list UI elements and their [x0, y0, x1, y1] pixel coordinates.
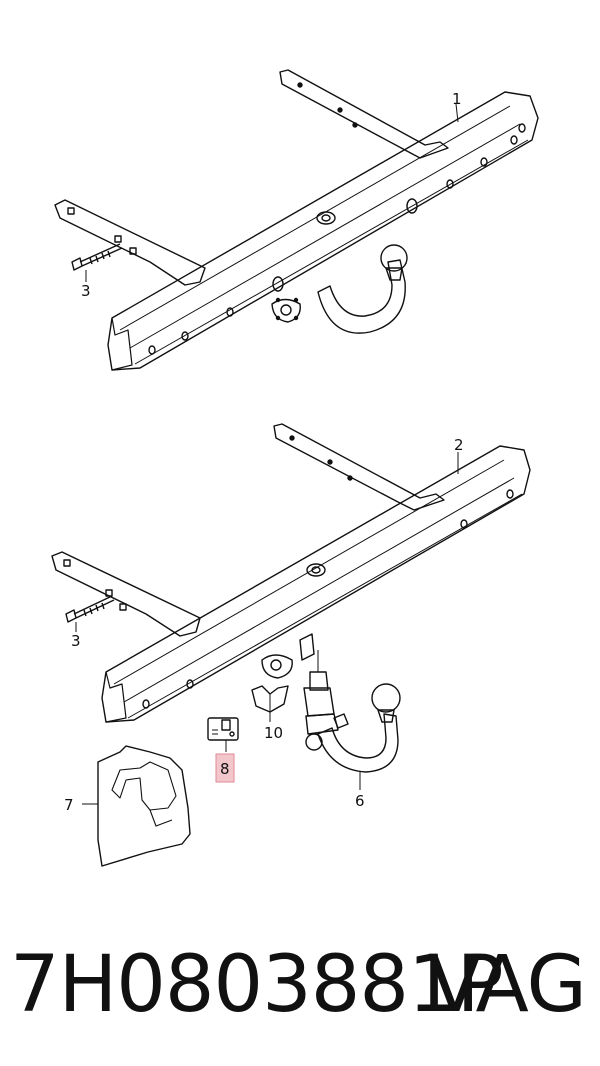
detachable-hook-6 [303, 650, 401, 773]
bracket-10 [251, 685, 289, 713]
assembly-2-tow-bar-detachable [51, 423, 531, 867]
upper-bracket-arm-2 [273, 423, 445, 511]
label-plate-8 [207, 717, 239, 741]
lower-bracket-arm-2 [51, 551, 201, 637]
callout-10: 10 [264, 724, 283, 742]
callout-3b: 3 [71, 632, 81, 650]
callout-labels: 1 3 2 3 10 8 6 7 [64, 90, 464, 814]
parts-diagram: 1 3 2 3 10 8 6 7 [51, 69, 539, 867]
main-beam-1 [107, 91, 539, 371]
callout-1: 1 [452, 90, 462, 108]
brand-label: VAG [428, 940, 587, 1030]
upper-bracket-arm-1 [279, 69, 449, 159]
main-beam-2 [101, 445, 531, 723]
part-number: 7H0803881P [10, 940, 504, 1030]
mudflap-7 [97, 745, 191, 867]
assembly-1-tow-bar-fixed [54, 69, 539, 371]
callout-8: 8 [220, 760, 230, 778]
callout-6: 6 [355, 792, 365, 810]
tow-ball-2 [371, 683, 401, 713]
tow-ball-1 [380, 244, 408, 272]
callout-3a: 3 [81, 282, 91, 300]
bolt-3a [71, 243, 123, 271]
callout-8-highlight [215, 753, 235, 783]
footer: 7H0803881P VAG [0, 935, 600, 1045]
bolt-3b [65, 595, 115, 623]
callout-2: 2 [454, 436, 464, 454]
tow-hook-1 [317, 259, 406, 334]
callout-7: 7 [64, 796, 74, 814]
lower-bracket-arm-1 [54, 199, 206, 286]
